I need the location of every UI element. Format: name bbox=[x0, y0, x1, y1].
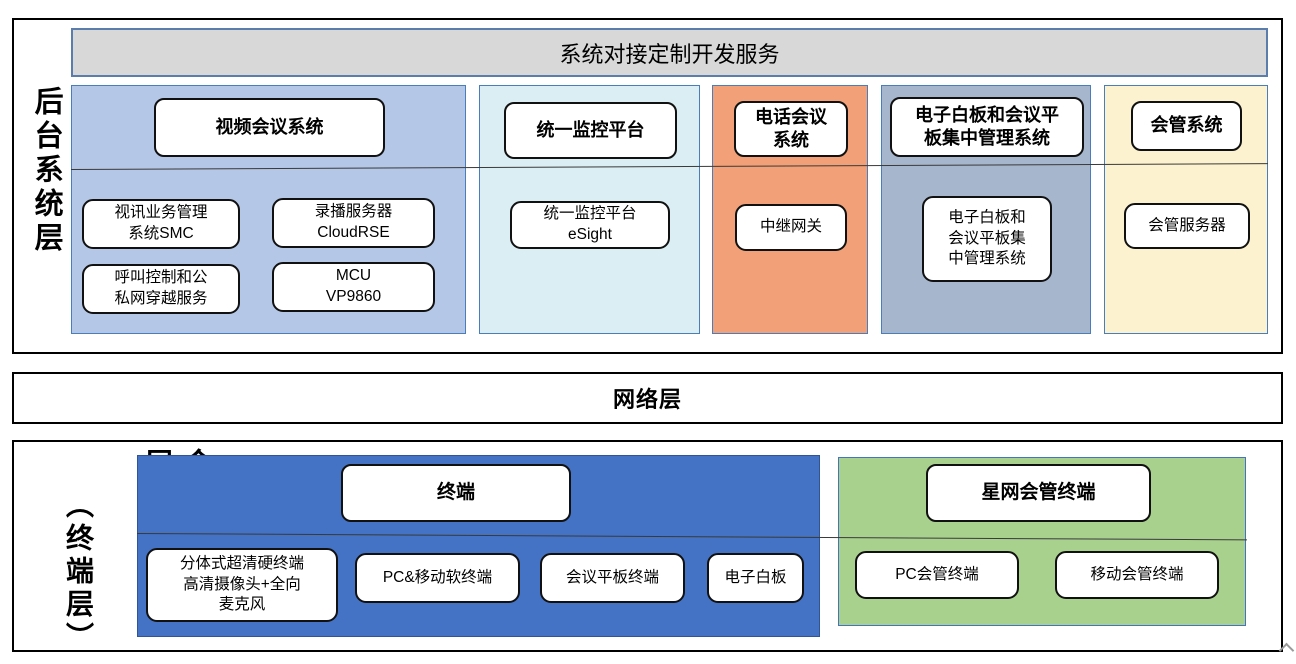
device-box-mobile-management-terminal: 移动会管终端 bbox=[1055, 551, 1219, 599]
component-box-conference-management-server: 会管服务器 bbox=[1124, 203, 1250, 249]
integration-service-banner-text: 系统对接定制开发服务 bbox=[559, 41, 780, 67]
terminal-layer-label-sub: （终端层） bbox=[62, 490, 94, 655]
column-title-conference-management-system: 会管系统 bbox=[1131, 101, 1242, 151]
component-box-call-control: 呼叫控制和公 私网穿越服务 bbox=[82, 264, 240, 314]
starnet-management-terminal-group: 星网会管终端 PC会管终端 移动会管终端 bbox=[838, 457, 1246, 626]
column-title-video-conference-system: 视频会议系统 bbox=[154, 98, 385, 157]
component-box-cloudrse: 录播服务器 CloudRSE bbox=[272, 198, 435, 248]
component-box-whiteboard-panel-management: 电子白板和 会议平板集 中管理系统 bbox=[922, 196, 1052, 282]
component-box-smc: 视讯业务管理 系统SMC bbox=[82, 199, 240, 249]
column-title-unified-monitoring-platform: 统一监控平台 bbox=[504, 102, 677, 159]
column-telephone-conference-system: 电话会议 系统 中继网关 bbox=[712, 85, 868, 334]
terminal-layer-section: 会议室设备层 （终端层） 终端 分体式超清硬终端 高清摄像头+全向 麦克风 PC… bbox=[12, 440, 1283, 655]
device-box-electronic-whiteboard: 电子白板 bbox=[707, 553, 804, 603]
column-title-whiteboard-panel-management-system: 电子白板和会议平 板集中管理系统 bbox=[890, 97, 1084, 157]
backend-layer-label: 后台系统层 bbox=[30, 86, 63, 256]
component-box-relay-gateway: 中继网关 bbox=[735, 204, 847, 251]
network-layer-section: 网络层 bbox=[12, 372, 1283, 424]
group-title-starnet-management-terminal: 星网会管终端 bbox=[926, 464, 1151, 522]
network-layer-title: 网络层 bbox=[612, 387, 682, 412]
integration-service-banner: 系统对接定制开发服务 bbox=[71, 28, 1268, 77]
column-conference-management-system: 会管系统 会管服务器 bbox=[1104, 85, 1268, 334]
column-video-conference-system: 视频会议系统 视讯业务管理 系统SMC 录播服务器 CloudRSE 呼叫控制和… bbox=[71, 85, 466, 334]
terminal-group: 终端 分体式超清硬终端 高清摄像头+全向 麦克风 PC&移动软终端 会议平板终端… bbox=[137, 455, 820, 637]
device-box-conference-panel-terminal: 会议平板终端 bbox=[540, 553, 685, 603]
backend-layer-section: 后台系统层 系统对接定制开发服务 视频会议系统 视讯业务管理 系统SMC 录播服… bbox=[12, 18, 1283, 354]
group-title-terminal: 终端 bbox=[341, 464, 571, 522]
device-box-pc-mobile-soft-terminal: PC&移动软终端 bbox=[355, 553, 520, 603]
component-box-mcu-vp9860: MCU VP9860 bbox=[272, 262, 435, 312]
device-box-pc-management-terminal: PC会管终端 bbox=[855, 551, 1019, 599]
component-box-esight: 统一监控平台 eSight bbox=[510, 201, 670, 249]
column-whiteboard-panel-management-system: 电子白板和会议平 板集中管理系统 电子白板和 会议平板集 中管理系统 bbox=[881, 85, 1091, 334]
backend-columns-row: 视频会议系统 视讯业务管理 系统SMC 录播服务器 CloudRSE 呼叫控制和… bbox=[71, 85, 1268, 334]
column-unified-monitoring-platform: 统一监控平台 统一监控平台 eSight bbox=[479, 85, 700, 334]
column-title-telephone-conference-system: 电话会议 系统 bbox=[734, 101, 848, 157]
device-box-hard-terminal: 分体式超清硬终端 高清摄像头+全向 麦克风 bbox=[146, 548, 338, 622]
